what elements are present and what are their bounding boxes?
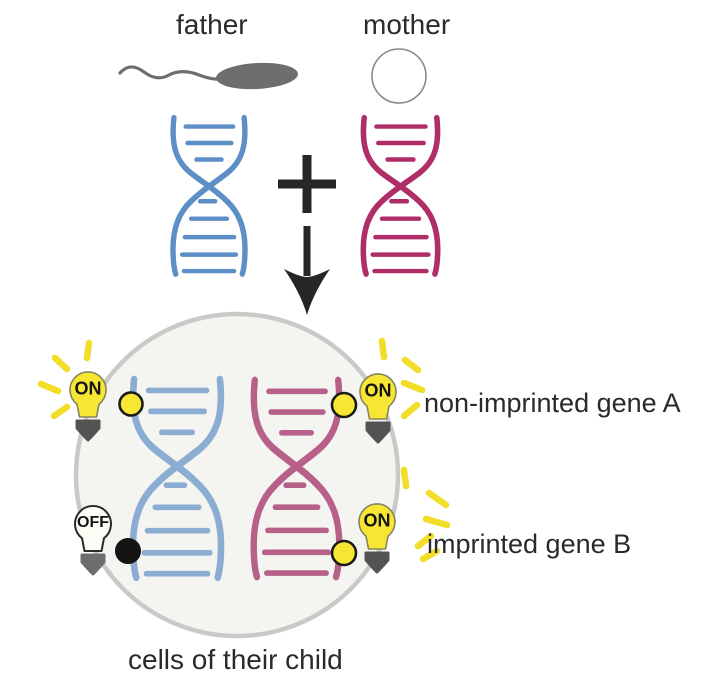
maternal-dna-helix xyxy=(363,118,437,274)
yellow-dot-icon xyxy=(118,391,144,417)
light-rays xyxy=(378,337,426,420)
plus-icon xyxy=(278,155,336,213)
paternal-dna-helix xyxy=(173,118,245,274)
sperm-icon xyxy=(118,62,298,90)
bulb-state-label: ON xyxy=(364,380,392,401)
cell-circle xyxy=(73,311,401,639)
father-label: father xyxy=(176,9,248,40)
bulb-state-label: ON xyxy=(74,378,102,399)
bulb-state-label: ON xyxy=(363,510,391,531)
cell-caption: cells of their child xyxy=(128,644,343,675)
gene-b-label: imprinted gene B xyxy=(427,529,632,559)
yellow-dot-icon xyxy=(330,391,358,419)
light-rays xyxy=(400,466,451,563)
mother-label: mother xyxy=(363,9,451,40)
black-dot-icon xyxy=(115,538,141,564)
egg-icon xyxy=(371,48,427,104)
yellow-dot-icon xyxy=(330,539,358,567)
light-rays xyxy=(37,339,93,420)
gene-a-label: non-imprinted gene A xyxy=(424,388,681,418)
arrow-down-icon xyxy=(284,226,330,315)
bulb-state-label: OFF xyxy=(77,514,109,531)
